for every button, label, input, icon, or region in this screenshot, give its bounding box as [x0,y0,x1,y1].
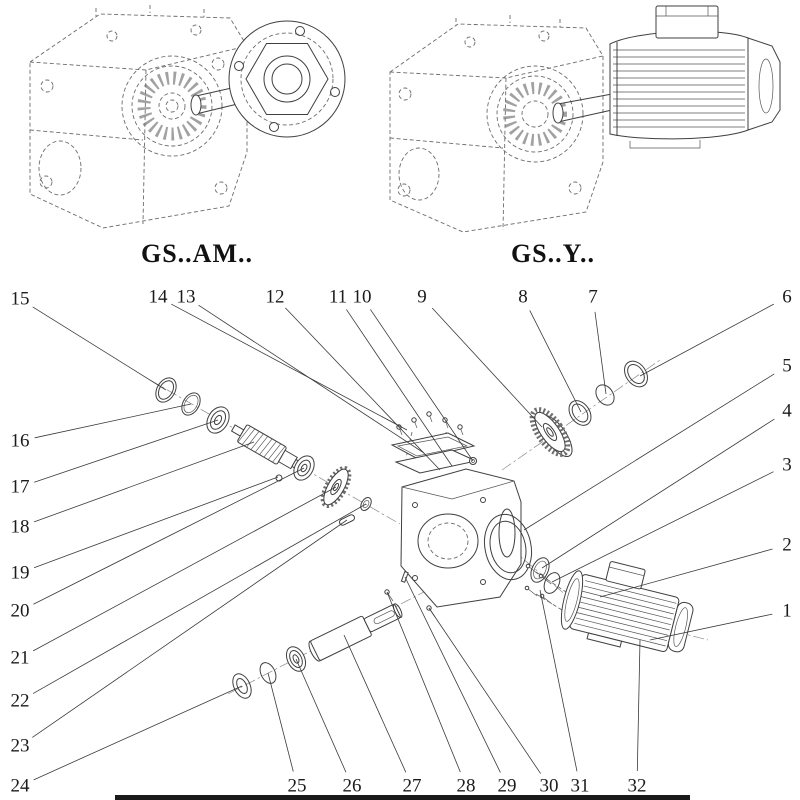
part-washer-22 [360,497,372,511]
part-number-10: 10 [353,287,372,308]
part-number-20: 20 [11,601,30,622]
part-cover-13 [390,432,476,460]
part-flange-ring-5 [483,513,533,581]
part-number-32: 32 [628,776,647,797]
leader-line-16 [34,403,192,439]
part-number-21: 21 [11,648,30,669]
leader-line-6 [639,303,774,377]
exploded-view [149,359,709,699]
leader-line-30 [428,607,541,774]
part-number-13: 13 [177,287,196,308]
model-left-drawing [29,5,255,229]
part-number-18: 18 [11,517,30,538]
part-number-29: 29 [498,776,517,797]
part-number-19: 19 [11,563,30,584]
leader-line-1 [649,613,773,641]
part-pin-29 [400,570,409,583]
leader-line-19 [33,476,279,569]
model-right-label: GS..Y.. [511,239,595,268]
part-housing-body [400,468,522,608]
leader-line-14 [171,303,408,431]
leader-line-4 [541,418,775,569]
part-number-14: 14 [149,287,169,308]
leader-line-32 [636,639,641,772]
leader-line-31 [539,589,578,772]
part-number-2: 2 [782,535,792,556]
part-number-5: 5 [782,356,792,377]
part-number-22: 22 [11,691,30,712]
part-number-26: 26 [343,776,362,797]
model-right-motor [609,5,781,149]
part-number-6: 6 [782,287,792,308]
part-number-27: 27 [403,776,422,797]
part-number-1: 1 [782,601,792,622]
model-left-flange [228,20,346,138]
part-gear-9 [529,407,573,457]
leader-line-20 [33,467,305,605]
leader-line-18 [33,441,255,523]
part-number-25: 25 [288,776,307,797]
part-number-12: 12 [266,287,285,308]
part-number-28: 28 [457,776,476,797]
part-seal-4 [530,557,550,583]
bottom-rule [115,795,690,800]
gear-axis-centerline [501,359,661,471]
part-number-23: 23 [11,736,30,757]
part-seal-ring-6 [624,360,648,388]
leader-line-28 [386,591,461,773]
part-number-24: 24 [11,776,31,797]
part-number-11: 11 [329,287,347,308]
part-snap-ring-7 [595,384,615,406]
part-output-shaft-27 [308,603,403,662]
model-right-drawing [389,15,613,233]
leader-line-29 [404,576,501,773]
leader-line-11 [346,309,453,467]
leader-line-3 [551,471,774,583]
part-motor-32 [560,561,694,653]
part-screw-28 [384,589,394,602]
part-number-31: 31 [571,776,590,797]
part-number-3: 3 [782,455,792,476]
part-number-9: 9 [417,287,427,308]
part-snap-ring-25 [259,662,277,684]
leader-line-15 [32,306,167,391]
part-washer-8 [568,400,592,426]
part-snap-ring-16 [181,392,201,416]
part-number-16: 16 [11,431,30,452]
leader-line-22 [32,503,367,694]
part-number-30: 30 [540,776,559,797]
part-pin-19 [275,474,283,482]
part-number-7: 7 [588,287,598,308]
leader-line-8 [529,310,582,413]
leader-line-12 [285,307,441,471]
leader-line-27 [343,634,407,773]
part-number-8: 8 [518,287,528,308]
leader-line-9 [431,307,543,428]
leader-line-2 [599,548,773,598]
leader-line-26 [295,658,347,773]
leader-line-5 [523,373,775,531]
leader-line-24 [33,685,243,781]
part-number-17: 17 [11,477,30,498]
leader-line-7 [594,311,607,395]
leader-line-21 [33,486,337,652]
leader-line-10 [370,309,474,462]
part-number-15: 15 [11,289,30,310]
part-number-4: 4 [782,401,792,422]
leader-line-25 [267,672,294,772]
model-left-label: GS..AM.. [141,239,253,268]
leader-line-23 [32,519,348,738]
leader-line-17 [34,419,219,483]
